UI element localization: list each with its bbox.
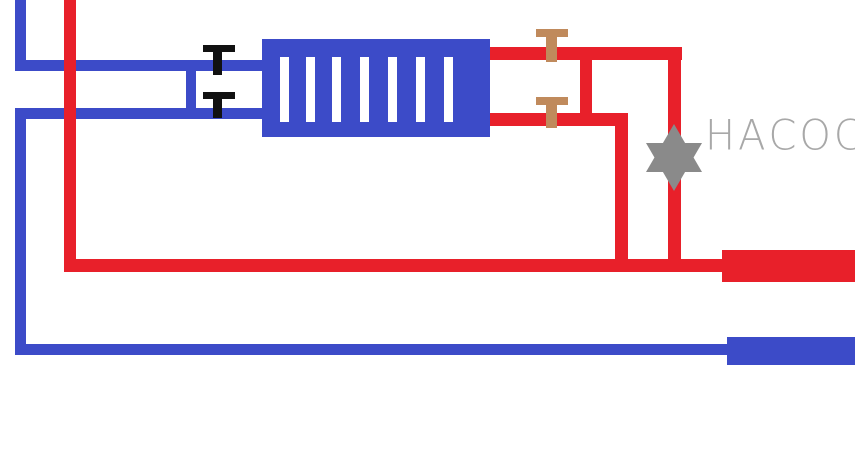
return-riser-left	[15, 0, 26, 70]
radiator	[262, 39, 490, 137]
t-valve-icon	[536, 97, 568, 128]
radiator-fin	[416, 57, 425, 122]
return-pipes	[15, 0, 855, 365]
radiator-fin	[306, 57, 315, 122]
return-main-bottom	[15, 344, 735, 355]
supply-riser-left	[64, 0, 76, 272]
t-valve-icon	[203, 45, 235, 75]
radiator-fin	[280, 57, 289, 122]
return-line-top	[15, 60, 265, 71]
radiator-fins	[280, 57, 453, 122]
supply-pipes	[64, 0, 855, 282]
return-outlet	[727, 337, 855, 365]
supply-outlet	[722, 250, 855, 282]
supply-bypass	[580, 47, 592, 113]
radiator-body	[262, 39, 490, 137]
supply-drop-second	[615, 113, 628, 272]
radiator-fin	[360, 57, 369, 122]
radiator-fin	[388, 57, 397, 122]
t-valve-icon	[536, 29, 568, 62]
pump-label: НАСОС	[705, 111, 855, 161]
return-riser-left-lower	[15, 108, 26, 354]
supply-main-bottom	[64, 259, 734, 272]
return-line-second	[15, 108, 265, 119]
radiator-fin	[332, 57, 341, 122]
t-valve-icon	[203, 92, 235, 118]
return-bypass	[186, 60, 196, 119]
radiator-fin	[444, 57, 453, 122]
supply-line-second	[488, 113, 628, 126]
star-of-david-pump-icon	[646, 124, 702, 191]
